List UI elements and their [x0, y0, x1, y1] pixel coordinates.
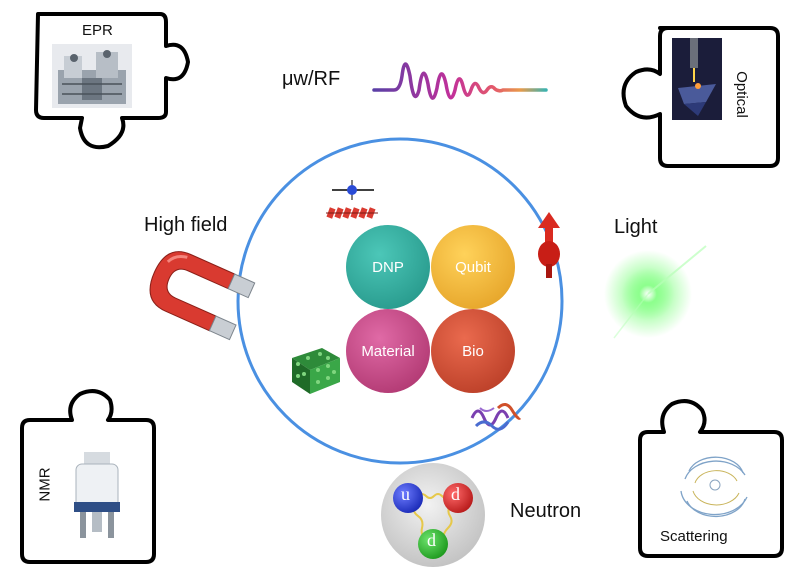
crystal-lattice-icon — [292, 348, 340, 394]
scattering-pattern-image — [680, 456, 748, 518]
qubit-ball: Qubit — [431, 225, 515, 309]
material-ball: Material — [346, 309, 430, 393]
epr-label: EPR — [82, 22, 113, 39]
quark-d1-label: d — [451, 484, 460, 504]
bio-label: Bio — [462, 342, 484, 360]
bio-ball: Bio — [431, 309, 515, 393]
quark-d2-label: d — [427, 530, 436, 550]
quark-u-label: u — [401, 484, 410, 504]
mw-rf-label: μw/RF — [282, 68, 341, 90]
material-label: Material — [361, 342, 415, 360]
scattering-label: Scattering — [660, 528, 728, 545]
epr-instrument-image — [52, 44, 132, 108]
neutron-label: Neutron — [510, 500, 582, 522]
dnp-ball: DNP — [346, 225, 430, 309]
horseshoe-magnet-icon — [149, 251, 256, 341]
mw-rf-waveform — [372, 62, 548, 100]
optical-setup-image — [672, 38, 722, 120]
nmr-magnet-image — [74, 452, 120, 538]
protein-structure-icon — [470, 403, 522, 431]
neutron-quark-sphere — [381, 463, 485, 567]
light-label: Light — [614, 216, 658, 238]
qubit-label: Qubit — [455, 258, 491, 276]
green-light-glow-icon — [604, 245, 707, 339]
spin-arrow-icon — [538, 212, 560, 278]
spin-chain-icon — [326, 180, 378, 219]
dnp-label: DNP — [372, 258, 404, 276]
high-field-label: High field — [144, 214, 228, 236]
